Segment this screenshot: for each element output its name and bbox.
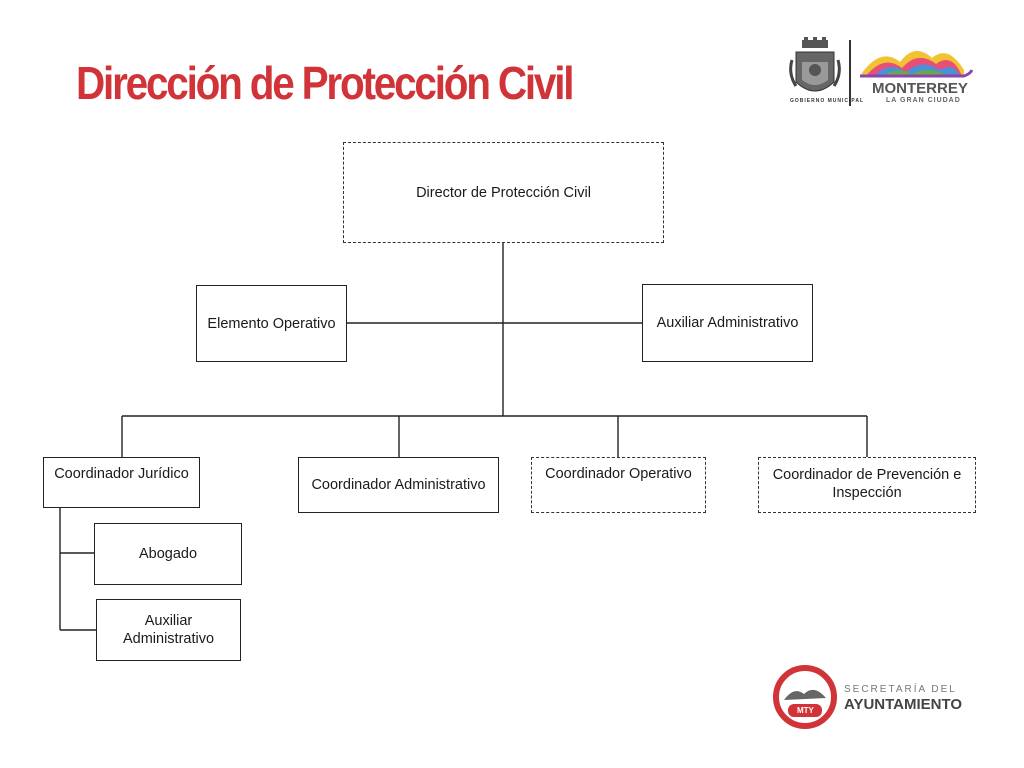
coordinador-administrativo-node: Coordinador Administrativo (298, 457, 499, 513)
page-title: Dirección de Protección Civil (76, 57, 575, 109)
auxiliar-administrativo-node: Auxiliar Administrativo (642, 284, 813, 362)
mty-label: MTY (797, 706, 814, 715)
municipal-seal-icon (789, 37, 974, 106)
coordinador-prevencion-node: Coordinador de Prevención e Inspección (758, 457, 976, 513)
monterrey-logo: GOBIERNO MUNICIPAL MONTERREY LA GRAN CIU… (780, 36, 990, 110)
gobierno-municipal-label: GOBIERNO MUNICIPAL (790, 98, 865, 104)
secretaria-del-label: SECRETARÍA DEL (844, 684, 957, 695)
mty-circle-icon (773, 665, 837, 729)
monterrey-label: MONTERREY (872, 80, 968, 97)
secretaria-ayuntamiento-logo: MTY SECRETARÍA DEL AYUNTAMIENTO (772, 664, 992, 730)
coordinador-juridico-node: Coordinador Jurídico (43, 457, 200, 508)
coordinador-operativo-node: Coordinador Operativo (531, 457, 706, 513)
monterrey-subtitle: LA GRAN CIUDAD (886, 97, 961, 104)
director-node: Director de Protección Civil (343, 142, 664, 243)
elemento-operativo-node: Elemento Operativo (196, 285, 347, 362)
abogado-node: Abogado (94, 523, 242, 585)
auxiliar-administrativo-juridico-node: Auxiliar Administrativo (96, 599, 241, 661)
ayuntamiento-label: AYUNTAMIENTO (844, 696, 963, 713)
